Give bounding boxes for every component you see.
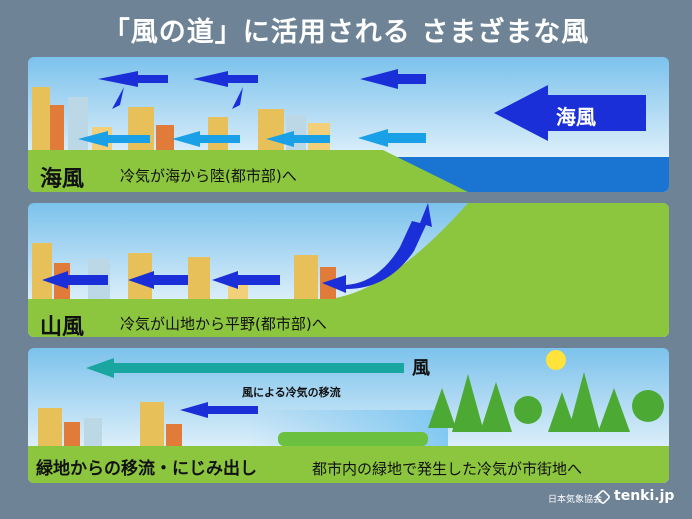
flow-label: 風による冷気の移流 [242, 386, 341, 399]
bushes [278, 432, 428, 446]
lower-wind-arrows [78, 129, 426, 147]
mountain-breeze-panel: 山風 冷気が山地から平野(都市部)へ [28, 203, 669, 337]
arrow-lower-1 [78, 131, 150, 147]
brand-text: tenki.jp [614, 488, 675, 504]
ground [28, 446, 669, 483]
green-advection-description: 都市内の緑地で発生した冷気が市街地へ [312, 460, 583, 478]
arrow-down-1 [112, 87, 124, 109]
sea-breeze-illustration [28, 57, 669, 192]
sea-breeze-badge: 海風 [556, 105, 596, 129]
cool-air-arrow [180, 402, 258, 418]
green-advection-illustration [28, 348, 669, 483]
trees [428, 372, 664, 432]
arrow-lower-2 [172, 131, 240, 147]
wind-label: 風 [412, 358, 430, 379]
green-advection-heading: 緑地からの移流・にじみ出し [36, 459, 257, 479]
arrow-upper-1 [98, 71, 168, 87]
mountain-slope [28, 203, 669, 337]
arrow-lower-4 [358, 129, 426, 147]
sun-icon [546, 350, 566, 370]
sea-breeze-panel: 海風 海風 冷気が海から陸(都市部)へ [28, 57, 669, 192]
sea-breeze-big-arrow [494, 85, 646, 141]
arrow-mtn-1 [42, 271, 108, 289]
city-buildings [32, 243, 336, 299]
arrow-down-2 [232, 87, 243, 109]
city-buildings [38, 402, 182, 446]
arrow-lower-3 [266, 131, 330, 147]
wind-arrow [86, 358, 404, 378]
mountain-breeze-description: 冷気が山地から平野(都市部)へ [120, 315, 327, 333]
arrow-upper-2 [193, 71, 258, 87]
sea-breeze-heading: 海風 [40, 167, 85, 192]
green-advection-panel: 風 風による冷気の移流 緑地からの移流・にじみ出し 都市内の緑地で発生した冷気が… [28, 348, 669, 483]
arrow-mtn-curve [322, 203, 432, 293]
arrow-mtn-3 [212, 271, 280, 289]
upper-wind-arrows [98, 69, 426, 109]
credit-text: 日本気象協会 [548, 495, 603, 505]
arrow-upper-3 [360, 69, 426, 89]
mountain-breeze-heading: 山風 [40, 315, 85, 337]
arrow-mtn-2 [128, 271, 188, 289]
mountain-breeze-illustration [28, 203, 669, 337]
page-title: 「風の道」に活用される さまざまな風 [102, 17, 590, 48]
sea-breeze-description: 冷気が海から陸(都市部)へ [120, 167, 297, 185]
land [28, 150, 468, 192]
mountain-wind-arrows [42, 203, 432, 293]
